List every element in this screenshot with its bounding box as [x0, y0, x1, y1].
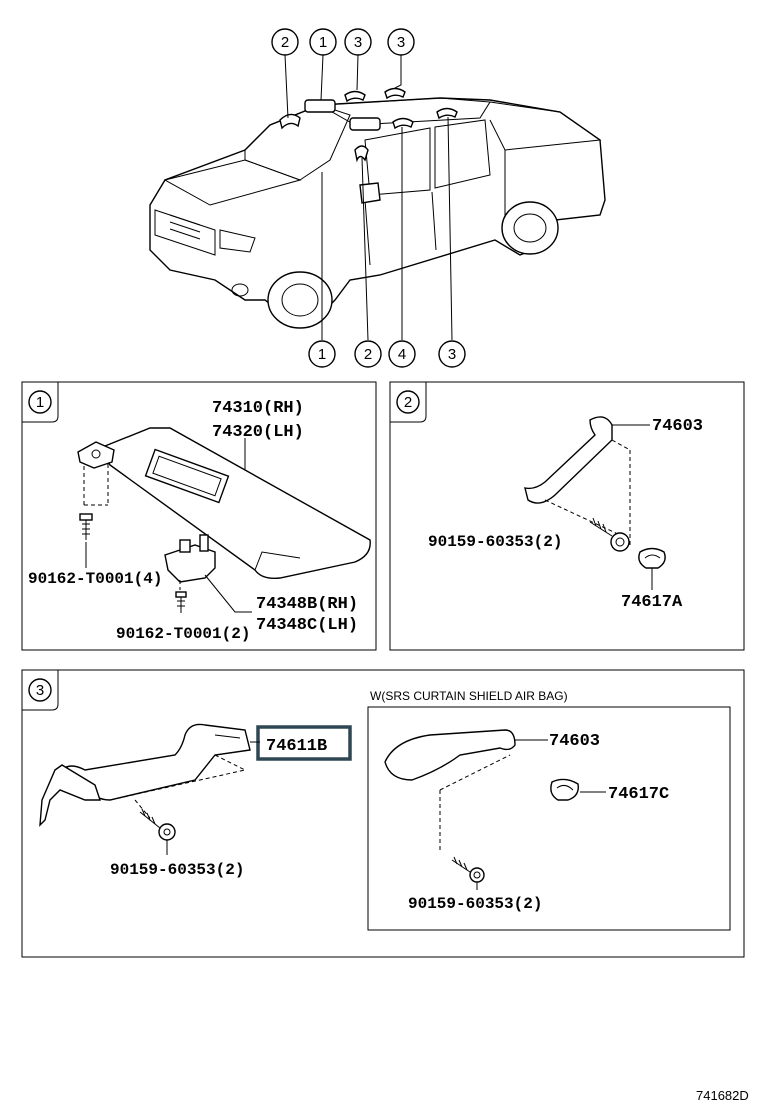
- panel-2-index: 2: [396, 390, 420, 414]
- svg-text:3: 3: [36, 682, 44, 699]
- svg-text:3: 3: [397, 34, 405, 51]
- screw-90159-p3[interactable]: [139, 808, 176, 841]
- panel-3-assist-grip: 3 74611B 90159-60353(2) W(SRS CURTAIN SH…: [21, 669, 745, 958]
- figure-code: 741682D: [696, 1088, 749, 1103]
- callout-top-1[interactable]: 2: [271, 28, 299, 56]
- label-74611b: 74611B: [266, 737, 327, 756]
- label-90162-a: 90162-T0001(4): [28, 570, 162, 588]
- label-74617a: 74617A: [621, 593, 683, 612]
- screw-90159-sub[interactable]: [451, 856, 485, 883]
- highlight-74611b[interactable]: [256, 725, 352, 761]
- label-74348b: 74348B(RH): [256, 595, 358, 614]
- svg-text:1: 1: [36, 394, 44, 411]
- screw-90159-p2[interactable]: [589, 517, 630, 552]
- cover-74617a[interactable]: [638, 547, 666, 569]
- svg-text:2: 2: [404, 394, 412, 411]
- label-74603-p2: 74603: [652, 417, 703, 436]
- sun-visor[interactable]: [98, 427, 371, 580]
- svg-text:3: 3: [448, 346, 456, 363]
- screw-90162-a[interactable]: [79, 513, 93, 540]
- label-74310: 74310(RH): [212, 399, 304, 418]
- callout-bottom-1[interactable]: 1: [308, 340, 336, 368]
- label-90159-p2: 90159-60353(2): [428, 533, 562, 551]
- airbag-variant-box: [367, 706, 731, 931]
- callout-bottom-3[interactable]: 4: [388, 340, 416, 368]
- vehicle-illustration: 2 1 3 3 1 2 4 3: [149, 28, 606, 368]
- label-74320: 74320(LH): [212, 423, 304, 442]
- airbag-variant-note: W(SRS CURTAIN SHIELD AIR BAG): [370, 689, 568, 703]
- svg-text:1: 1: [318, 346, 326, 363]
- svg-text:4: 4: [398, 346, 406, 363]
- label-90162-b: 90162-T0001(2): [116, 625, 250, 643]
- panel-2-assist-grip: 2 74603 90159-60353(2) 74617A: [389, 381, 745, 651]
- callout-bottom-2[interactable]: 2: [354, 340, 382, 368]
- visor-holder[interactable]: [164, 534, 216, 583]
- svg-text:2: 2: [281, 34, 289, 51]
- panel-3-index: 3: [28, 678, 52, 702]
- svg-text:2: 2: [364, 346, 372, 363]
- cover-74617c[interactable]: [550, 778, 579, 801]
- label-90159-sub: 90159-60353(2): [408, 895, 542, 913]
- label-90159-p3: 90159-60353(2): [110, 861, 244, 879]
- screw-90162-b[interactable]: [175, 591, 187, 613]
- assist-grip-74603[interactable]: [524, 416, 613, 504]
- callout-top-2[interactable]: 1: [309, 28, 337, 56]
- label-74348c: 74348C(LH): [256, 616, 358, 635]
- label-74603-sub: 74603: [549, 732, 600, 751]
- callout-top-4[interactable]: 3: [387, 28, 415, 56]
- assist-grip-74603-sub[interactable]: [384, 729, 516, 781]
- panel-1-sun-visor: 1 7431: [21, 381, 377, 651]
- label-74617c: 74617C: [608, 785, 669, 804]
- svg-text:1: 1: [319, 34, 327, 51]
- callout-top-3[interactable]: 3: [344, 28, 372, 56]
- svg-text:3: 3: [354, 34, 362, 51]
- callout-bottom-4[interactable]: 3: [438, 340, 466, 368]
- panel-1-index: 1: [28, 390, 52, 414]
